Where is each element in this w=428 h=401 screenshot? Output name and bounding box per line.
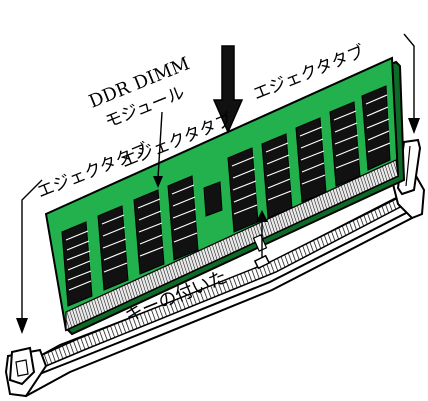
memory-chip <box>133 189 165 275</box>
ddr-dimm-module <box>44 56 406 336</box>
callout-module <box>157 111 163 179</box>
arrowhead-right-tab <box>408 118 420 134</box>
ejector-tab-left[interactable] <box>8 346 36 386</box>
memory-chip <box>167 175 199 261</box>
slot-key <box>253 254 271 270</box>
insert-down-arrow <box>212 45 244 134</box>
chip-legs <box>65 94 391 291</box>
arrowhead-left-tab <box>16 318 28 334</box>
memory-chip <box>61 221 93 307</box>
memory-chip <box>361 85 391 171</box>
callout-arrowheads <box>16 118 420 334</box>
spd-chip <box>203 181 223 217</box>
memory-chip <box>97 205 129 291</box>
module-notch <box>252 234 268 252</box>
memory-chip <box>227 147 259 233</box>
callout-left-tab <box>21 179 43 318</box>
memory-chip <box>261 133 293 219</box>
memory-chip <box>329 101 361 187</box>
arrowhead-module <box>153 176 163 188</box>
callout-lines <box>21 33 415 318</box>
arrowhead-key <box>256 210 268 222</box>
memory-chip <box>295 117 327 203</box>
callout-right-tab <box>403 33 415 118</box>
